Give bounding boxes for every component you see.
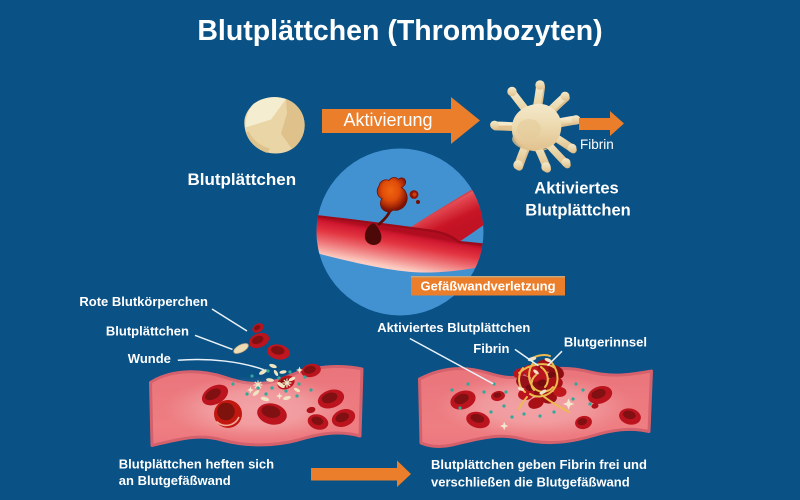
svg-text:an Blutgefäßwand: an Blutgefäßwand <box>119 473 231 488</box>
svg-text:Blutplättchen: Blutplättchen <box>106 324 189 339</box>
svg-text:Aktivierung: Aktivierung <box>343 110 432 130</box>
svg-text:Gefäßwandverletzung: Gefäßwandverletzung <box>420 278 555 293</box>
svg-text:Fibrin: Fibrin <box>473 341 509 356</box>
svg-text:Rote Blutkörperchen: Rote Blutkörperchen <box>79 294 208 309</box>
svg-text:Blutplättchen (Thrombozyten): Blutplättchen (Thrombozyten) <box>197 15 602 47</box>
svg-text:Wunde: Wunde <box>128 351 171 366</box>
svg-text:Blutplättchen: Blutplättchen <box>525 201 630 219</box>
svg-text:Blutplättchen geben Fibrin fre: Blutplättchen geben Fibrin frei und <box>431 457 647 472</box>
svg-text:verschließen die Blutgefäßwand: verschließen die Blutgefäßwand <box>431 474 630 489</box>
svg-text:Fibrin: Fibrin <box>580 137 614 152</box>
svg-text:Aktiviertes Blutplättchen: Aktiviertes Blutplättchen <box>377 320 530 335</box>
svg-text:Blutplättchen: Blutplättchen <box>187 170 296 189</box>
svg-text:Blutplättchen heften sich: Blutplättchen heften sich <box>119 456 274 471</box>
svg-text:Aktiviertes: Aktiviertes <box>534 180 618 198</box>
svg-text:Blutgerinnsel: Blutgerinnsel <box>564 335 647 350</box>
